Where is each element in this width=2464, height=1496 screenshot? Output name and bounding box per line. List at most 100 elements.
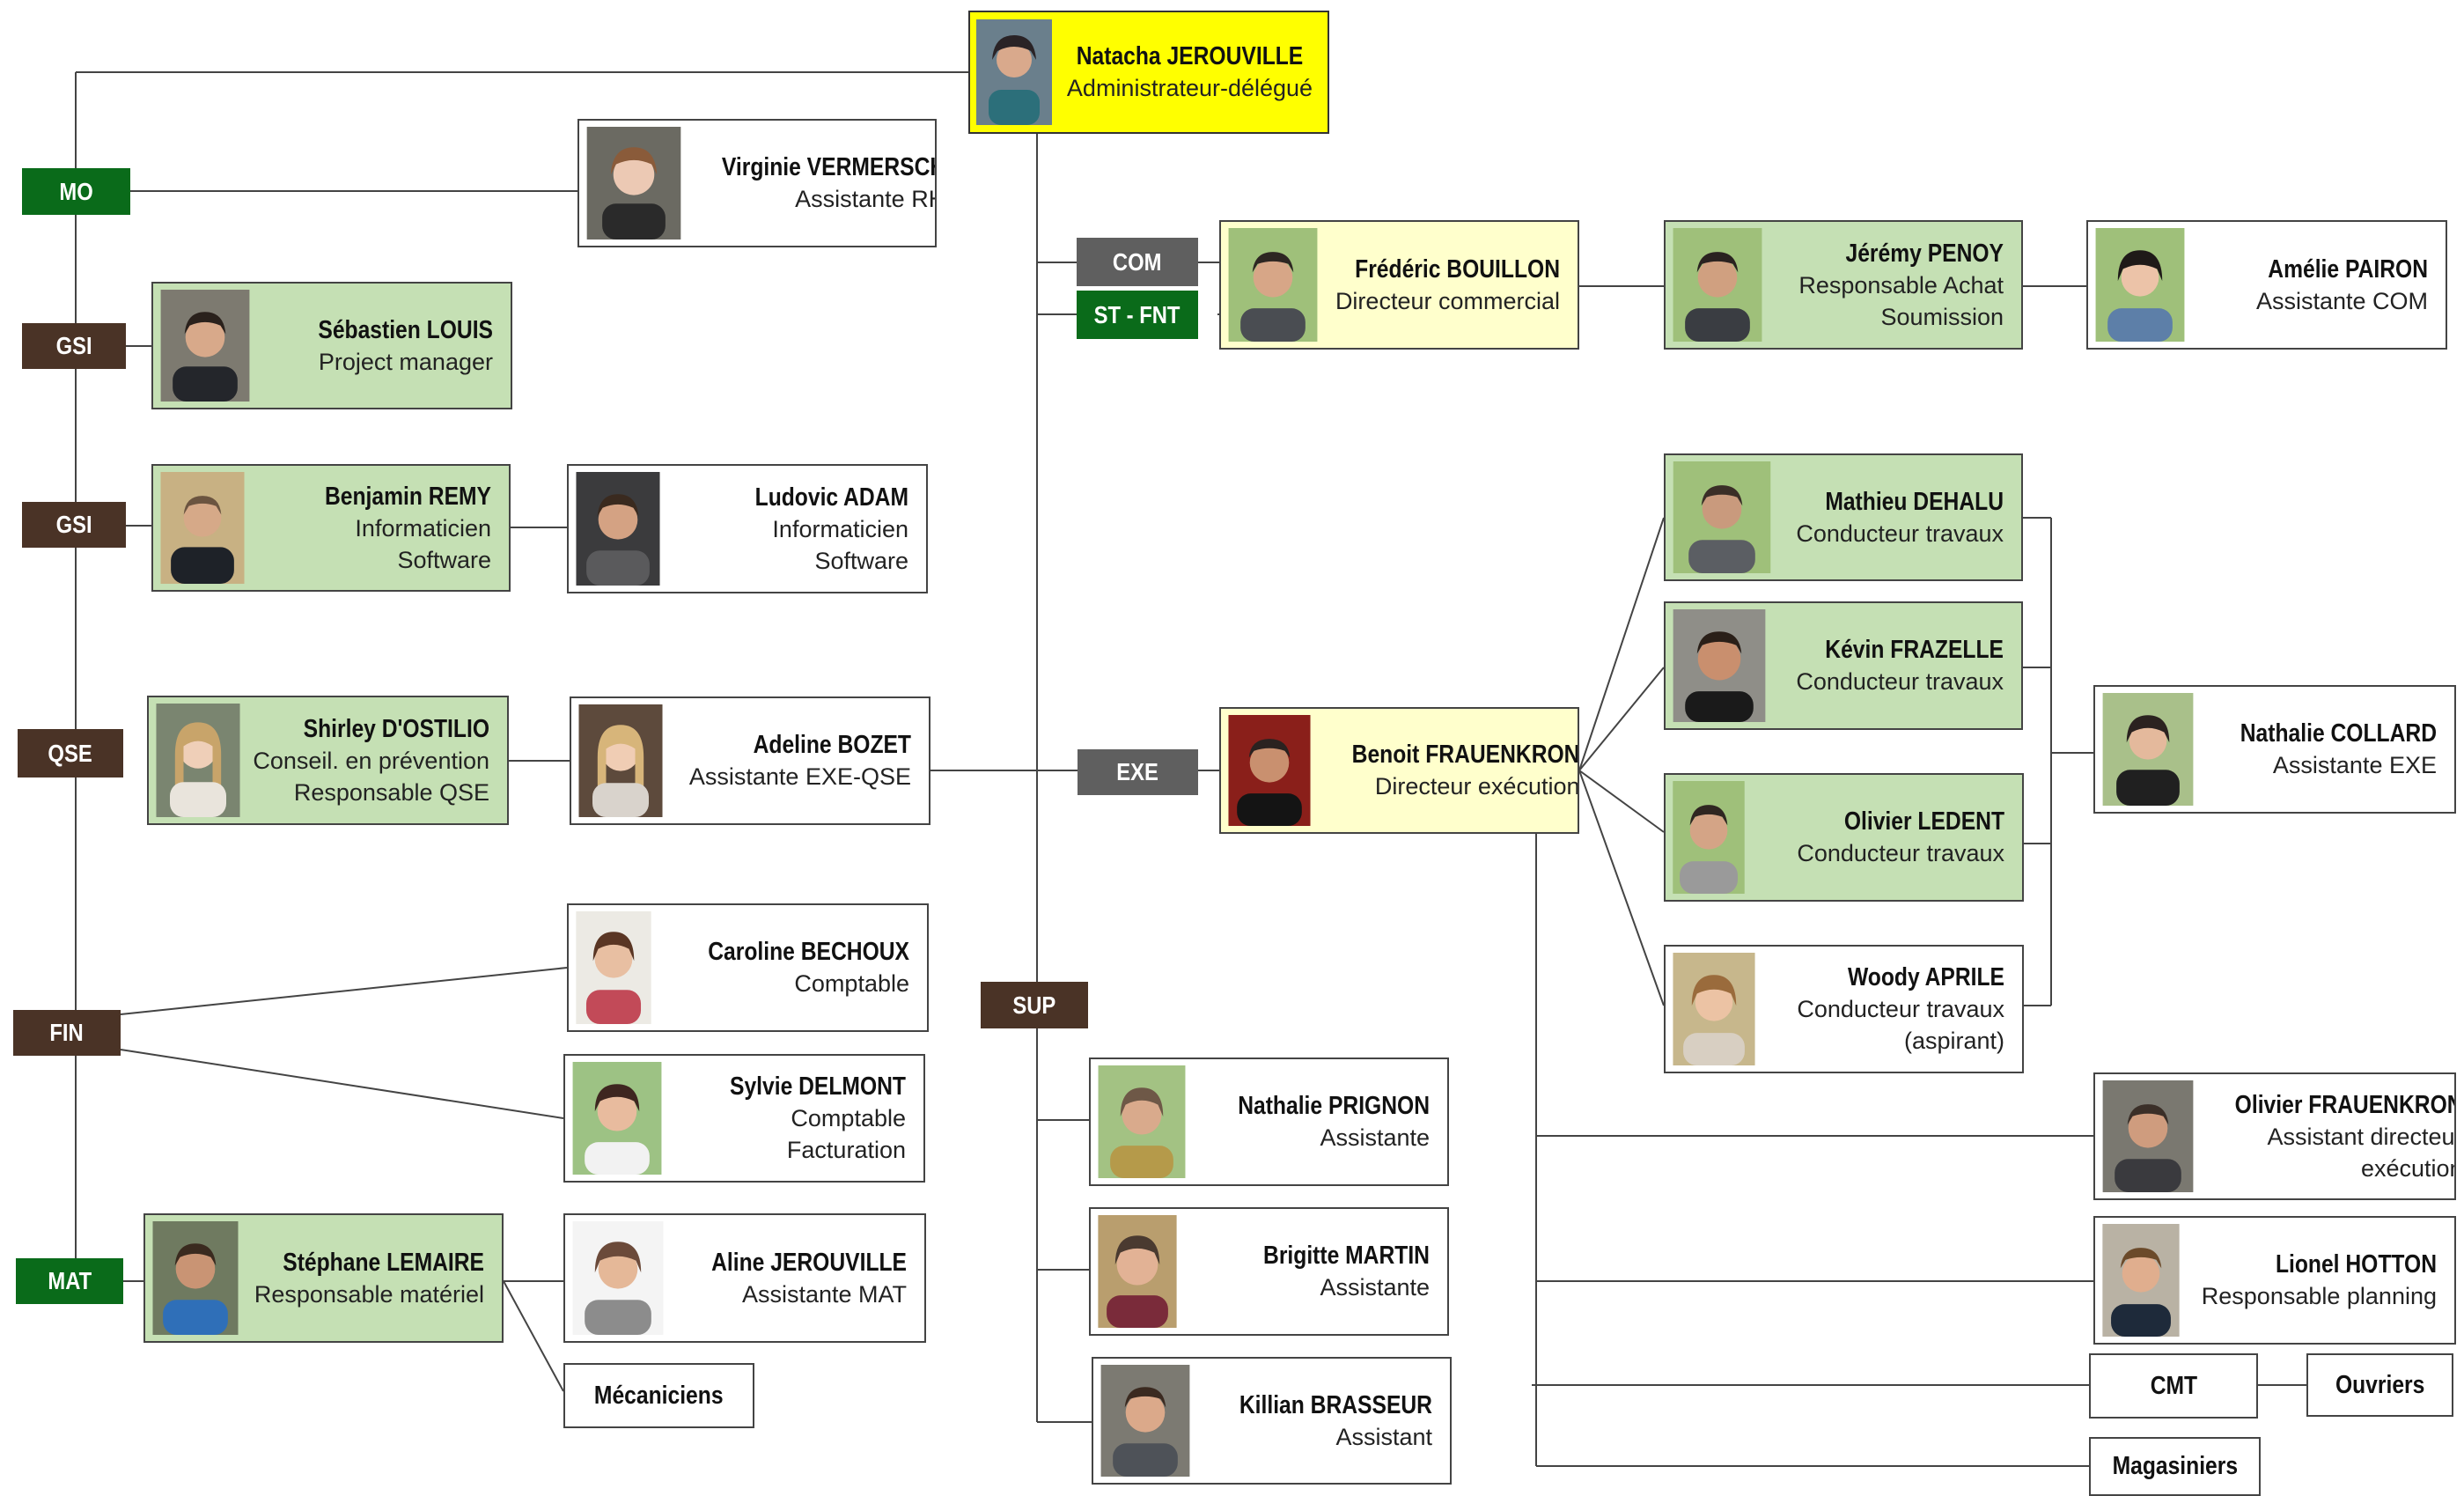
person-name: Amélie PAIRON	[2268, 254, 2428, 284]
group-name: Mécaniciens	[594, 1381, 724, 1410]
person-name: Nathalie PRIGNON	[1238, 1092, 1430, 1120]
avatar	[1672, 953, 1756, 1065]
person-name: Olivier FRAUENKRON	[2234, 1090, 2456, 1119]
card-amelie-pairon: Amélie PAIRON Assistante COM	[2086, 220, 2447, 350]
person-role: Assistante EXE	[2272, 752, 2437, 778]
avatar	[577, 704, 664, 817]
person-role: Directeur exécution	[1374, 773, 1579, 800]
person-name: Caroline BECHOUX	[708, 938, 909, 966]
avatar	[2094, 228, 2186, 342]
avatar	[1097, 1065, 1187, 1178]
card-sebastien-louis: Sébastien LOUIS Project manager	[151, 282, 512, 409]
person-role: Responsable Achat	[1798, 271, 2004, 298]
dept-tag-exe: EXE	[1078, 749, 1198, 795]
card-nathalie-prignon: Nathalie PRIGNON Assistante	[1089, 1058, 1449, 1186]
group-box-ouvriers: Ouvriers	[2306, 1353, 2453, 1417]
person-role: Comptable	[794, 970, 909, 997]
dept-tag-com: COM	[1077, 238, 1198, 286]
person-role: Directeur commercial	[1335, 287, 1560, 314]
avatar	[1672, 461, 1772, 573]
person-role: Responsable planning	[2201, 1283, 2437, 1309]
dept-tag-mat: MAT	[16, 1258, 123, 1304]
avatar	[2101, 693, 2195, 806]
ceo-photo	[976, 18, 1052, 126]
person-role: Facturation	[786, 1137, 906, 1163]
person-role: Assistante COM	[2255, 287, 2428, 314]
person-role: Assistante EXE-QSE	[688, 763, 911, 790]
person-role: Conducteur travaux	[1796, 520, 2004, 547]
person-role: Assistante	[1320, 1274, 1430, 1301]
person-role: Informaticien	[355, 514, 491, 542]
person-role: Assistante RH	[795, 186, 937, 212]
avatar	[571, 1062, 663, 1175]
card-adeline-bozet: Adeline BOZET Assistante EXE-QSE	[570, 696, 930, 825]
card-caroline-bechoux: Caroline BECHOUX Comptable	[567, 903, 929, 1032]
dept-tag-sup: SUP	[981, 982, 1088, 1028]
dept-tag-mo: MO	[22, 168, 130, 215]
person-role: Soumission	[1880, 303, 2004, 330]
person-role: exécution	[2360, 1154, 2456, 1182]
person-name: Killian BRASSEUR	[1239, 1390, 1432, 1419]
person-role: Responsable matériel	[254, 1280, 484, 1308]
dept-tag-gsi: GSI	[22, 502, 126, 548]
person-role: Project manager	[318, 348, 493, 375]
person-role: Comptable	[791, 1105, 906, 1131]
person-role: Administrateur-délégué	[1066, 75, 1313, 101]
person-role: Assistante MAT	[741, 1280, 907, 1308]
avatar	[159, 290, 251, 402]
avatar	[1672, 781, 1746, 894]
person-name: Woody APRILE	[1847, 963, 2004, 991]
person-role: Conseil. en prévention	[253, 747, 489, 774]
avatar	[1227, 228, 1319, 342]
dept-tag-gsi: GSI	[22, 323, 126, 369]
person-role: Assistant	[1335, 1423, 1432, 1450]
person-role: Assistante	[1320, 1124, 1430, 1151]
group-name: Ouvriers	[2335, 1370, 2425, 1399]
person-name: Olivier LEDENT	[1843, 807, 2004, 836]
person-name: Sébastien LOUIS	[318, 315, 493, 344]
avatar	[571, 1221, 665, 1335]
card-nathalie-collard: Nathalie COLLARD Assistante EXE	[2093, 685, 2456, 814]
avatar	[585, 127, 682, 240]
card-woody-aprile: Woody APRILE Conducteur travaux (aspirant)	[1664, 945, 2024, 1073]
person-name: Kévin FRAZELLE	[1825, 636, 2004, 664]
avatar	[575, 472, 661, 586]
avatar	[1672, 228, 1763, 342]
avatar	[575, 911, 652, 1024]
dept-box-cmt: CMT	[2089, 1353, 2258, 1419]
person-role: (aspirant)	[1903, 1028, 2004, 1054]
dept-name: CMT	[2150, 1371, 2197, 1400]
person-role: Conducteur travaux	[1797, 996, 2004, 1022]
person-name: Adeline BOZET	[753, 731, 911, 759]
person-name: Lionel HOTTON	[2275, 1250, 2437, 1279]
ceo-box: Natacha JEROUVILLE Administrateur-délégué	[968, 11, 1329, 134]
person-name: Jérémy PENOY	[1845, 239, 2004, 268]
person-role: Responsable QSE	[293, 778, 489, 806]
person-role: Software	[397, 546, 491, 573]
person-name: Natacha JEROUVILLE	[1076, 42, 1304, 70]
person-name: Sylvie DELMONT	[730, 1072, 906, 1101]
dept-tag-st-fnt: ST - FNT	[1077, 291, 1198, 339]
dept-tag-fin: FIN	[13, 1010, 121, 1056]
person-name: Shirley D'OSTILIO	[303, 714, 489, 743]
avatar	[1227, 715, 1312, 826]
person-role: Conducteur travaux	[1797, 840, 2004, 866]
person-name: Virginie VERMERSCH	[721, 153, 937, 181]
person-name: Ludovic ADAM	[754, 483, 908, 512]
person-role: Informaticien	[772, 515, 908, 542]
person-name: Aline JEROUVILLE	[711, 1248, 907, 1277]
person-name: Nathalie COLLARD	[2240, 719, 2437, 748]
card-virginie-vermersch: Virginie VERMERSCH Assistante RH	[577, 119, 937, 247]
